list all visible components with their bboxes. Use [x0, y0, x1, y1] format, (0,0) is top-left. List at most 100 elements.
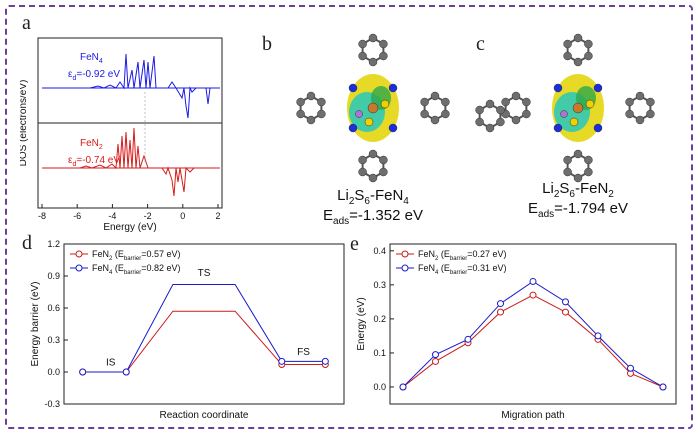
dos-xtick-label: 0 — [180, 211, 185, 221]
mol-b-atom — [420, 109, 429, 119]
molecule-structure-b — [296, 33, 450, 183]
mol-b-atom — [355, 110, 363, 118]
state-label-TS: TS — [198, 268, 211, 279]
series-line — [402, 294, 664, 388]
panel-letter-c: c — [476, 33, 485, 55]
mol-b-atom — [296, 97, 305, 107]
mol-c-atom — [496, 105, 505, 115]
legend-marker — [401, 250, 409, 258]
legend-label-part: barrier — [450, 270, 467, 276]
data-point — [562, 298, 569, 306]
mol-c-atom — [573, 33, 583, 43]
mol-c-atom — [646, 97, 655, 107]
legend-label-part: barrier — [124, 270, 141, 276]
state-label-IS: IS — [106, 358, 116, 369]
mol-c-atom — [625, 109, 634, 119]
caption-c: Li2S6-FeN2 Eads=-1.794 eV — [508, 180, 648, 220]
y-tick-label: 0.0 — [373, 382, 386, 392]
y-tick-label: 0.4 — [373, 246, 386, 256]
legend-label-part: =0.82 eV) — [141, 263, 180, 273]
y-tick-label: 0.6 — [47, 303, 60, 313]
data-point — [529, 291, 537, 299]
mol-b-atom — [368, 149, 378, 159]
data-point — [627, 364, 634, 372]
mol-c-atom — [522, 97, 531, 107]
legend-label-part: (E — [438, 263, 450, 273]
mol-c-atom — [501, 97, 510, 107]
mol-c-atom — [625, 97, 634, 107]
mol-c-atom — [593, 83, 603, 93]
mol-b-atom — [441, 97, 450, 107]
dos-xtick-label: -2 — [144, 211, 152, 221]
dos-ylabel: DOS (electrons/eV) — [20, 80, 29, 167]
legend-marker — [75, 250, 83, 258]
mol-c-atom — [584, 39, 593, 49]
legend-label: FeN4 (Ebarrier=0.82 eV) — [92, 263, 181, 276]
mol-b-atom — [388, 123, 398, 133]
data-point — [122, 368, 130, 376]
fen4-label: FeN4 — [80, 52, 103, 65]
data-point — [432, 357, 439, 365]
mol-c-atom — [563, 39, 572, 49]
legend-label-part: =0.31 eV) — [467, 263, 506, 273]
mol-b-atom — [317, 97, 326, 107]
mol-c-atom — [475, 117, 484, 127]
y-axis-label: Energy barrier (eV) — [30, 281, 41, 366]
mol-c-atom — [573, 149, 583, 159]
mol-b-atom — [368, 33, 378, 43]
data-point — [399, 383, 407, 391]
fen2-ed-label: εd=-0.74 eV — [68, 155, 120, 168]
fen2-dos-curve — [42, 127, 220, 197]
mol-c-atom — [563, 167, 572, 177]
panel-letter-a: a — [22, 12, 31, 34]
legend-label-part: 4 — [109, 270, 113, 276]
y-tick-label: 1.2 — [47, 239, 60, 249]
plot-frame — [63, 243, 345, 405]
legend-label-part: (E — [112, 249, 124, 259]
molecule-structure-c — [475, 33, 655, 183]
mol-b-atom — [379, 51, 388, 61]
mol-b-atom — [358, 155, 367, 165]
data-point — [464, 335, 472, 343]
mol-b-atom — [364, 117, 374, 127]
mol-b-atom — [306, 115, 316, 125]
y-tick-label: 0.3 — [373, 280, 386, 290]
y-axis-label: Energy (eV) — [356, 297, 367, 350]
data-point — [562, 308, 569, 316]
data-point — [659, 383, 667, 391]
mol-c-atom — [584, 155, 593, 165]
series-line — [82, 310, 326, 373]
mol-b-atom — [358, 167, 367, 177]
mol-b-atom — [306, 91, 316, 101]
legend-label: FeN2 (Ebarrier=0.57 eV) — [92, 249, 181, 262]
data-point — [529, 277, 537, 285]
figure-frame — [5, 5, 693, 429]
mol-c-atom — [573, 57, 583, 67]
mol-c-atom — [522, 109, 531, 119]
legend-label-part: =0.27 eV) — [467, 249, 506, 259]
dos-xtick-label: -4 — [108, 211, 116, 221]
mol-b-atom — [367, 102, 379, 114]
panel-letter-d: d — [22, 232, 32, 254]
mol-b-atom — [296, 109, 305, 119]
panel-letter-b: b — [262, 33, 272, 55]
mol-b-atom — [430, 115, 440, 125]
legend-label: FeN2 (Ebarrier=0.27 eV) — [418, 249, 507, 262]
mol-b-atom — [379, 39, 388, 49]
data-point — [321, 357, 329, 365]
legend-marker — [401, 264, 409, 272]
mol-c-atom — [511, 115, 521, 125]
legend-label-part: 4 — [435, 270, 439, 276]
mol-b-atom — [379, 155, 388, 165]
mol-c-atom — [485, 99, 495, 109]
mol-c-atom — [584, 51, 593, 61]
y-tick-label: 0.2 — [373, 314, 386, 324]
molecule-li2s6-fen4 — [296, 33, 450, 183]
mol-b-atom — [358, 51, 367, 61]
mol-c-atom — [560, 110, 568, 118]
state-label-FS: FS — [297, 347, 310, 358]
